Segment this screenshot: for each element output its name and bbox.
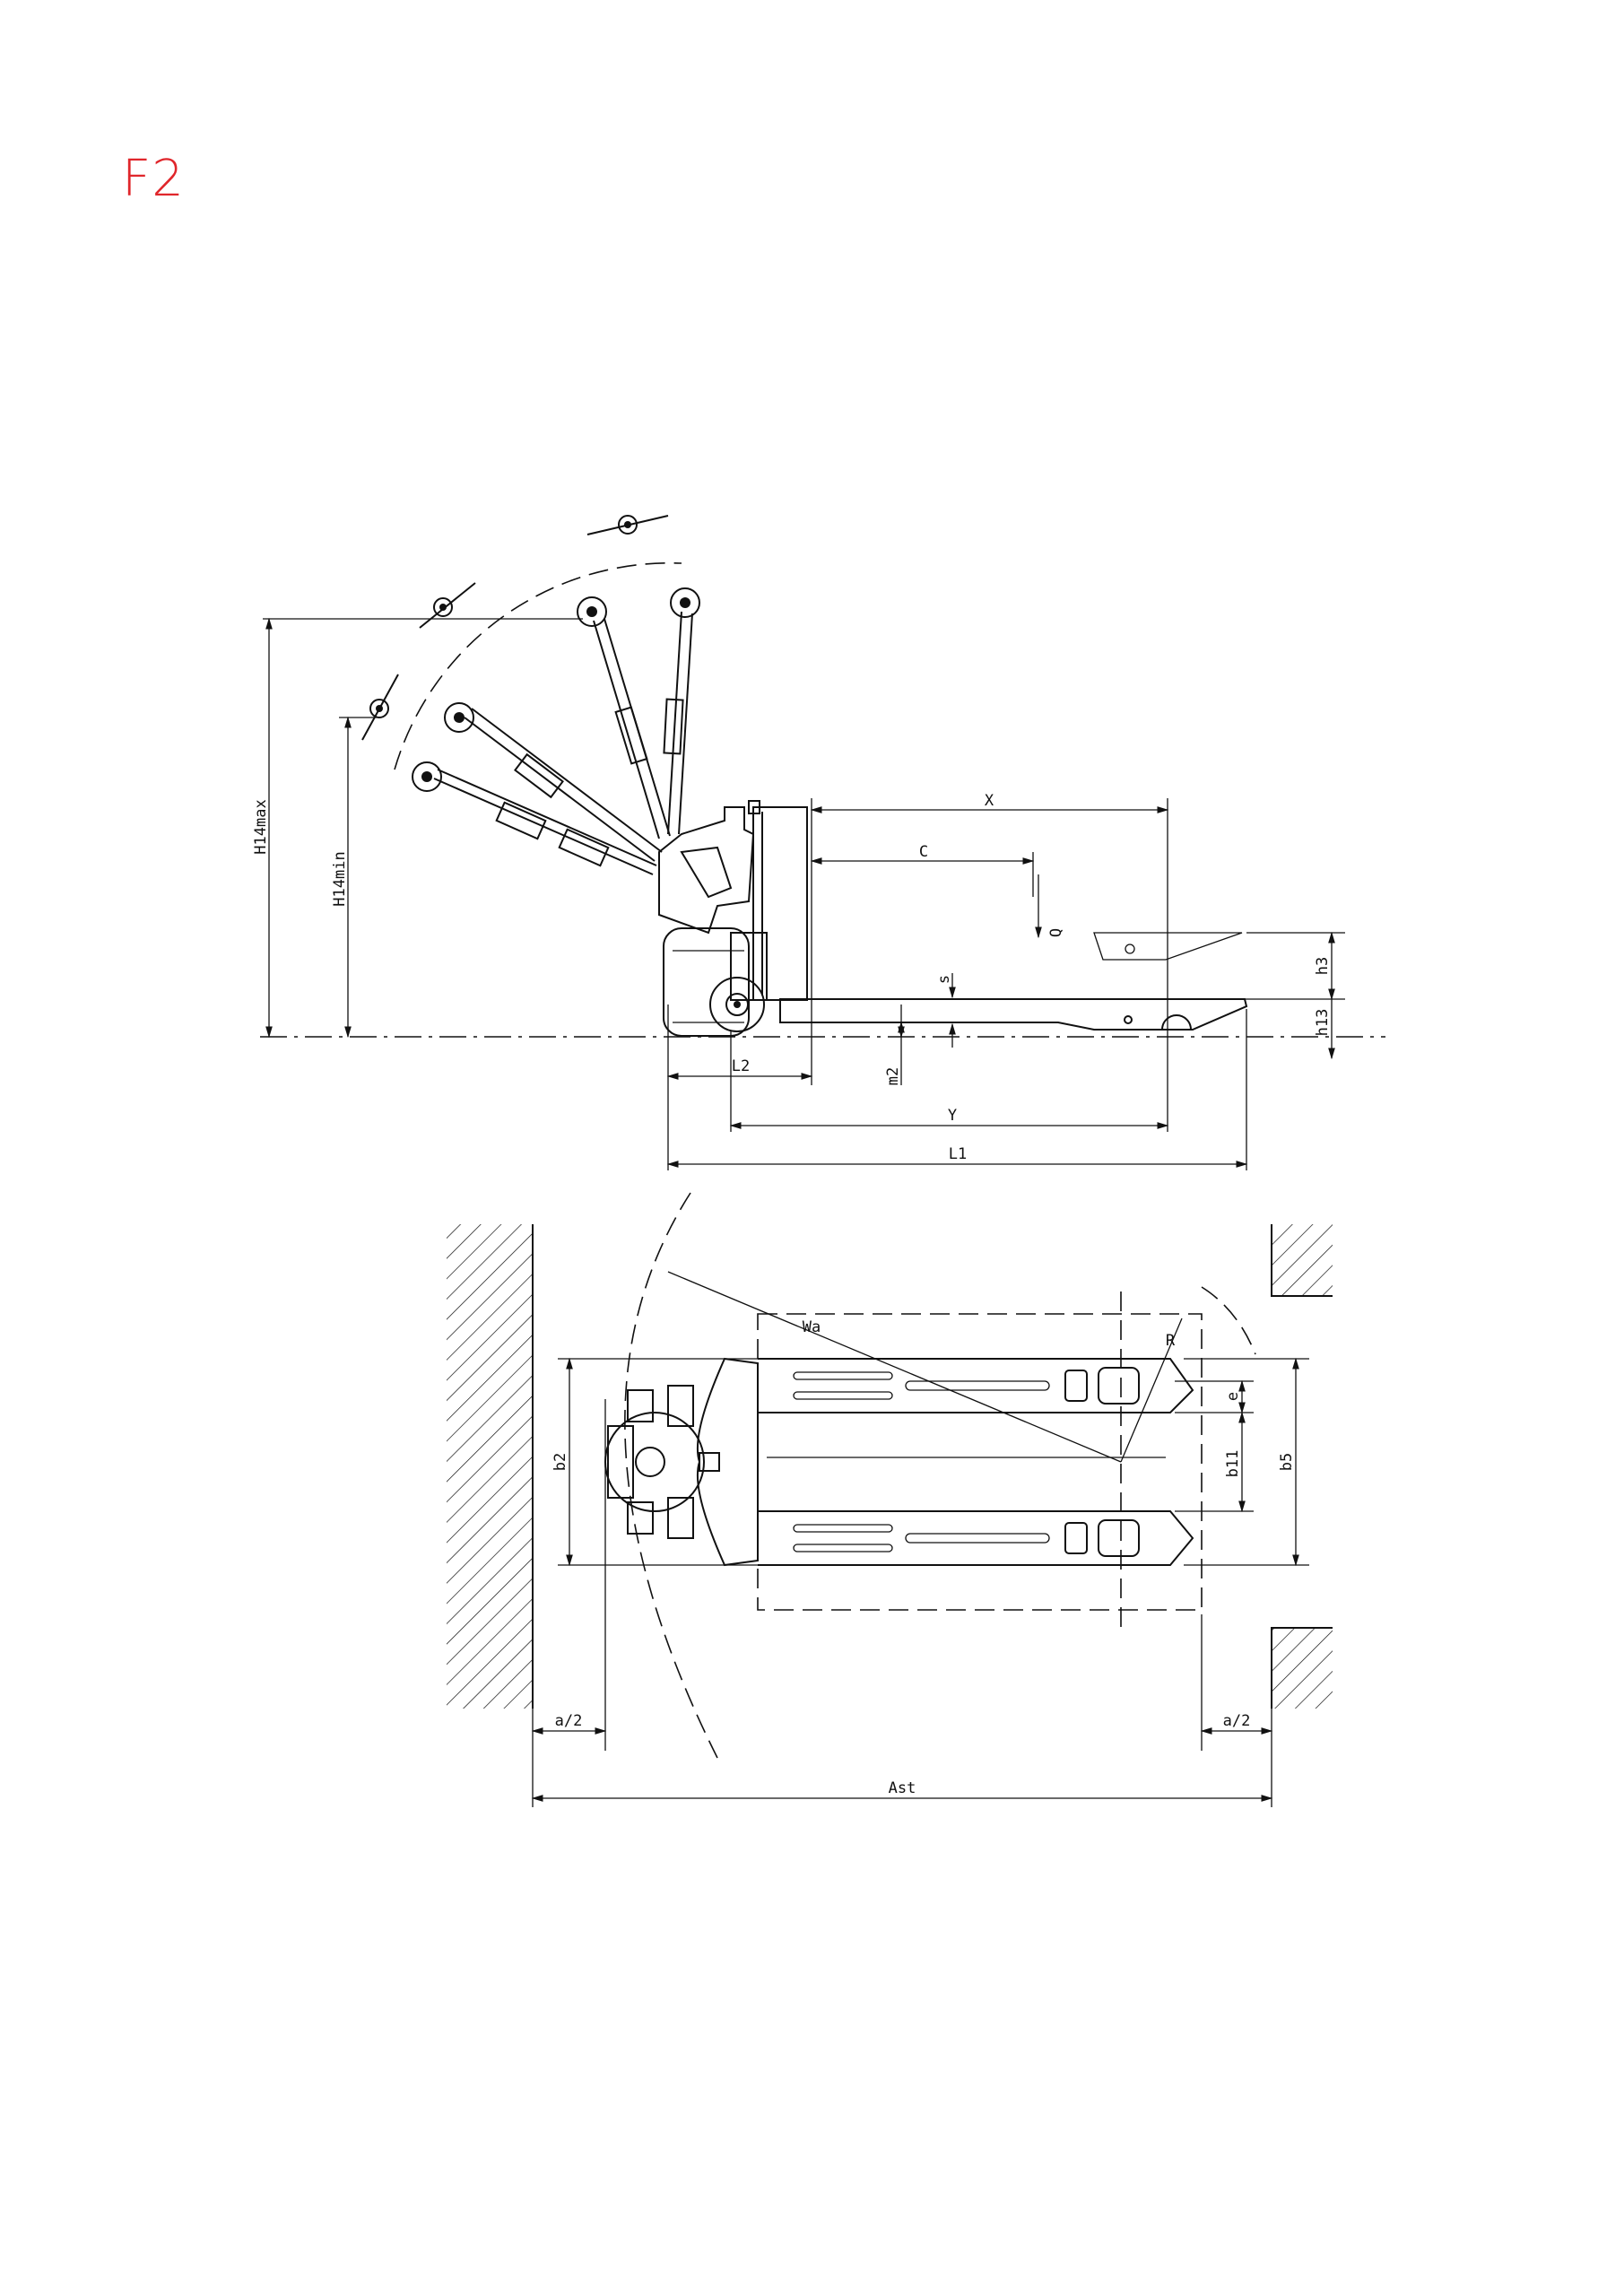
page-title: F2 <box>122 150 185 208</box>
label-h3: h3 <box>1314 957 1332 975</box>
dim-b5: b5 <box>1184 1357 1309 1567</box>
label-r: R <box>1166 1332 1176 1350</box>
dim-a-half-right: a/2 <box>1200 1614 1273 1751</box>
dim-l2: L2 <box>666 1004 813 1170</box>
tiller-positions <box>361 515 700 875</box>
dim-h3: h3 <box>1245 931 1345 1001</box>
label-x: X <box>985 792 994 810</box>
wall-right-bottom <box>1271 1627 1333 1709</box>
dim-h13: h13 <box>1314 999 1335 1060</box>
dim-h14max: H14max <box>252 617 583 1039</box>
label-l2: L2 <box>732 1057 750 1075</box>
dim-x: X <box>810 792 1169 1132</box>
handle-knob-upper <box>419 582 476 629</box>
label-h14min: H14min <box>331 851 349 906</box>
tiller-arc <box>394 561 682 770</box>
side-view: H14max H14min X C <box>252 515 1385 1170</box>
fork <box>779 998 1248 1031</box>
label-l1: L1 <box>949 1145 967 1163</box>
label-b11: b11 <box>1224 1450 1242 1478</box>
label-y: Y <box>948 1107 957 1125</box>
truck-body <box>658 800 1248 1037</box>
label-b5: b5 <box>1278 1453 1296 1471</box>
label-h14max: H14max <box>252 799 270 854</box>
dim-a-half-left: a/2 <box>531 1399 607 1751</box>
label-h13: h13 <box>1314 1009 1332 1037</box>
label-ast: Ast <box>889 1779 916 1797</box>
drive-wheel <box>709 977 765 1032</box>
label-wa: Wa <box>803 1318 821 1336</box>
wall-right-top <box>1271 1224 1333 1297</box>
dim-e: e <box>1175 1379 1254 1414</box>
truck-head <box>604 1357 759 1567</box>
dim-wa: Wa <box>667 1271 1122 1463</box>
handle-knob-top <box>586 515 669 535</box>
wall-left <box>447 1224 533 1709</box>
dim-q: Q <box>1035 874 1065 939</box>
label-a-half-left: a/2 <box>555 1712 583 1730</box>
top-view: Wa R e b11 <box>447 1192 1333 1807</box>
label-b2: b2 <box>551 1453 569 1471</box>
dim-y: Y <box>729 1031 1169 1132</box>
fork-top <box>758 1358 1194 1566</box>
dim-r: R <box>1120 1318 1183 1463</box>
label-s: s <box>935 975 953 984</box>
handle-knob-mid <box>361 674 399 741</box>
label-e: e <box>1224 1392 1242 1401</box>
label-q: Q <box>1047 928 1065 937</box>
dim-b2: b2 <box>551 1357 758 1567</box>
tiller-tilt-2 <box>444 702 663 862</box>
tiller-tilt-3 <box>412 761 657 875</box>
raised-fork <box>1093 932 1243 961</box>
label-a-half-right: a/2 <box>1223 1712 1251 1730</box>
label-m2: m2 <box>884 1067 902 1085</box>
dim-ast: Ast <box>531 1709 1273 1807</box>
dim-m2: m2 <box>884 1004 905 1085</box>
dim-b11: b11 <box>1175 1411 1254 1513</box>
dim-l1: L1 <box>666 1009 1248 1170</box>
dim-s: s <box>935 973 956 1048</box>
dim-h14min: H14min <box>331 716 377 1039</box>
tiller-tilt-1 <box>577 596 671 839</box>
swing-arc <box>624 1192 718 1759</box>
tiller-vertical <box>663 587 700 835</box>
label-c: C <box>919 843 928 861</box>
dim-c: C <box>810 843 1035 897</box>
